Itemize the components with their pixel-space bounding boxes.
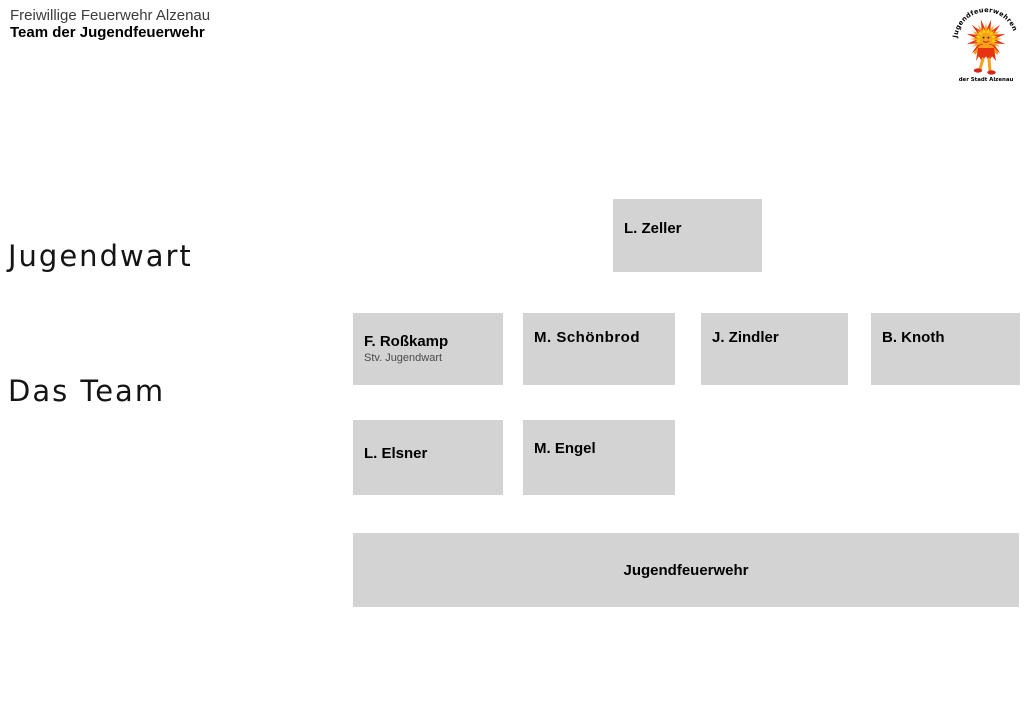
mascot-face bbox=[979, 32, 993, 46]
section-label-das-team: Das Team bbox=[8, 374, 166, 408]
member-name: L. Elsner bbox=[364, 445, 428, 462]
youth-fire-brigade-mascot-logo: Jugendfeuerwehren bbox=[951, 3, 1021, 83]
header: Freiwillige Feuerwehr Alzenau Team der J… bbox=[10, 7, 210, 41]
org-box-zindler: J. Zindler bbox=[701, 313, 848, 385]
flame-mascot-icon: Jugendfeuerwehren bbox=[951, 6, 1019, 83]
org-box-knoth: B. Knoth bbox=[871, 313, 1020, 385]
member-name: B. Knoth bbox=[882, 329, 945, 346]
org-box-engel: M. Engel bbox=[523, 420, 675, 495]
member-name: L. Zeller bbox=[624, 220, 682, 237]
member-subtitle: Stv. Jugendwart bbox=[364, 352, 443, 364]
member-name: M. Engel bbox=[534, 440, 596, 457]
member-name: J. Zindler bbox=[712, 329, 779, 346]
org-box-jugendfeuerwehr: Jugendfeuerwehr bbox=[353, 533, 1019, 607]
org-box-zeller: L. Zeller bbox=[613, 199, 762, 272]
member-name: Jugendfeuerwehr bbox=[623, 561, 749, 579]
org-box-rosskamp: F. Roßkamp Stv. Jugendwart bbox=[353, 313, 503, 385]
member-name: M. Schönbrod bbox=[534, 329, 640, 346]
mascot-body bbox=[973, 45, 999, 75]
header-subtitle: Team der Jugendfeuerwehr bbox=[10, 24, 205, 41]
org-box-elsner: L. Elsner bbox=[353, 420, 503, 495]
section-label-jugendwart: Jugendwart bbox=[8, 239, 193, 273]
logo-bottom-text: der Stadt Alzenau bbox=[959, 77, 1014, 83]
org-box-schoenbrod: M. Schönbrod bbox=[523, 313, 675, 385]
header-title: Freiwillige Feuerwehr Alzenau bbox=[10, 7, 211, 24]
member-name: F. Roßkamp bbox=[364, 333, 449, 350]
